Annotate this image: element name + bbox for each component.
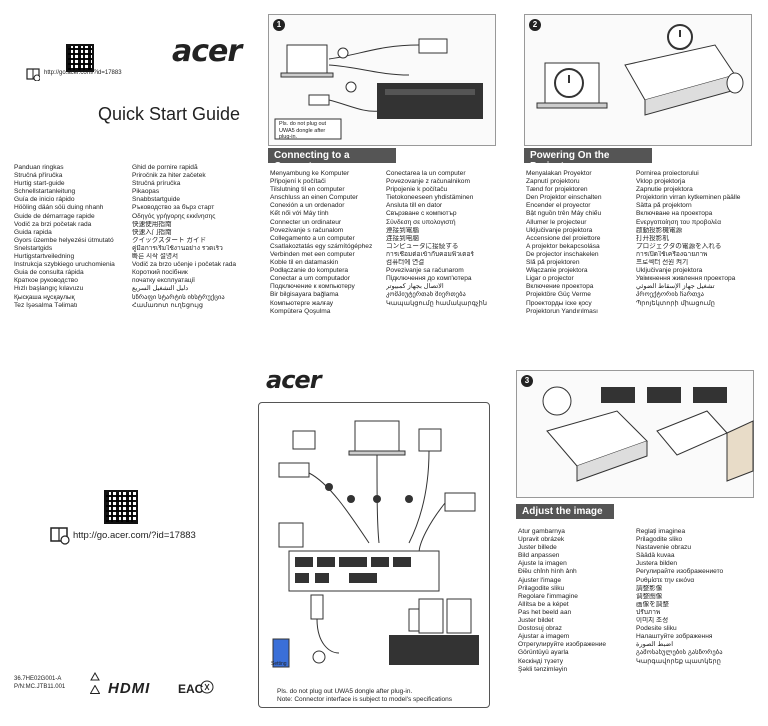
book-icon (26, 67, 40, 81)
diagram-note-1: Pls. do not plug out UWA5 dongle after p… (277, 688, 413, 695)
ce-mark-icon (200, 680, 214, 694)
eac-mark: EAC (178, 682, 204, 696)
connect-illustration (274, 38, 483, 140)
page-title: Quick Start Guide (98, 104, 241, 124)
section-adjust-title: Adjust the image (516, 504, 614, 519)
pn-number: P/N:MC.JTB11.001 (14, 684, 66, 690)
qr-url-mid[interactable]: http://go.acer.com/?id=17883 (73, 530, 196, 541)
adjust-illustration (542, 386, 754, 482)
step-badge-3: 3 (521, 375, 533, 387)
acer-logo-mid: acer (266, 366, 322, 394)
recycle-icon (90, 672, 100, 682)
section-power-title: Powering On the Projector (524, 148, 652, 172)
part-number: 36.7HE02G001-A (14, 676, 62, 682)
qr-code-top (66, 44, 94, 72)
panel-power-illustration: 2 (524, 14, 752, 146)
qr-url-top[interactable]: http://go.acer.com/?id=17883 (44, 70, 122, 76)
connection-diagram-frame: Setting Pls. do not plug out UWA5 dongle… (258, 402, 490, 708)
connection-diagram (272, 420, 479, 668)
hdmi-logo: HDMI (108, 680, 151, 697)
diagram-note-2: Note: Connector interface is subject to … (277, 696, 453, 703)
panel-connect-illustration: 1 Pls. do not plug out UWA5 dongle after… (268, 14, 496, 146)
section-connect-title: Connecting to a Computer (268, 148, 396, 172)
warning-triangle-icon (90, 685, 100, 694)
step-badge-2: 2 (529, 19, 541, 31)
setting-label: Setting (271, 661, 287, 667)
dongle-note: Pls. do not plug out UWA5 dongle after p… (279, 121, 327, 140)
book-icon (50, 525, 70, 545)
panel-adjust-illustration: 3 (516, 370, 754, 498)
acer-logo-top: acer (172, 34, 242, 69)
step-badge-1: 1 (273, 19, 285, 31)
power-illustration (536, 24, 744, 116)
qr-code-mid (104, 490, 138, 524)
